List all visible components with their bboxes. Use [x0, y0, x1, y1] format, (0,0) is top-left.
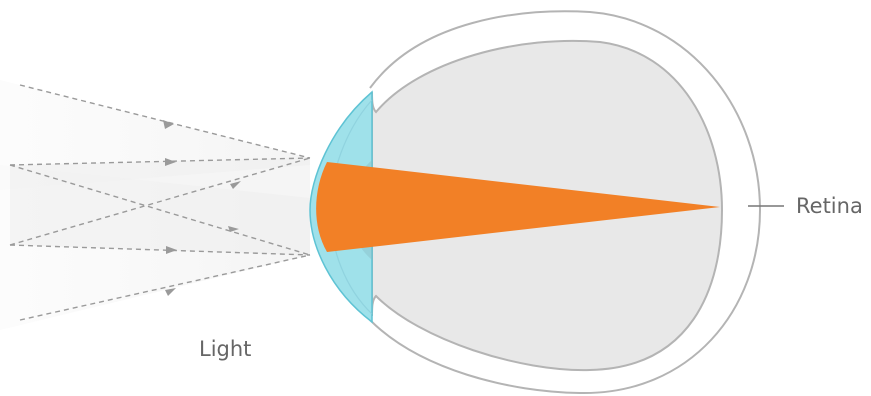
light-label: Light: [199, 337, 251, 361]
light-haze-center: [10, 158, 310, 255]
retina-label: Retina: [796, 194, 863, 218]
light-haze: [0, 80, 310, 330]
